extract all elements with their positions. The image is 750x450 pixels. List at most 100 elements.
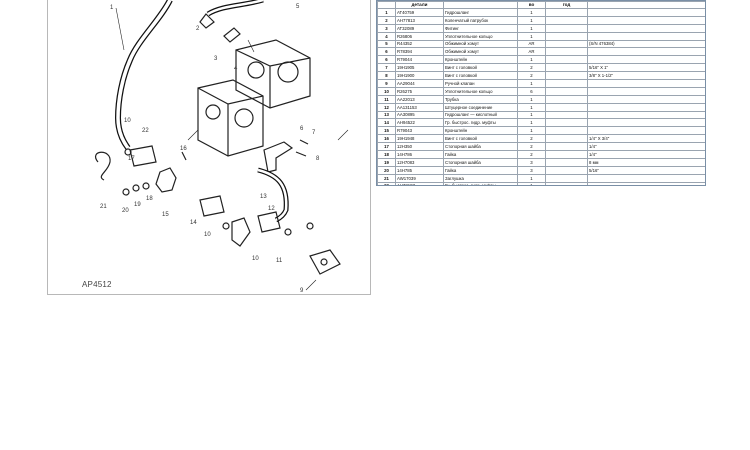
cell-year [545,165,588,175]
cell-year [545,47,588,57]
cell-quantity: 1 [517,55,546,65]
callout-21: 21 [100,204,107,210]
cell-year [545,15,588,25]
callout-2: 2 [196,26,200,32]
cell-quantity: 1 [517,118,546,128]
parts-illustration: 1 2 3 4 5 6 7 8 9 10 10 10 11 12 13 14 1… [95,0,349,294]
callout-labels: 1 2 3 4 5 6 7 8 9 10 10 10 11 12 13 14 1… [100,4,320,294]
cell-specification [587,15,705,25]
cell-part-number: 12H7083 [395,157,444,167]
cell-quantity: 1 [517,31,546,41]
callout-3: 3 [214,56,218,62]
cell-specification [587,31,705,41]
exploded-parts-diagram: 1 2 3 4 5 6 7 8 9 10 10 10 11 12 13 14 1… [47,0,371,295]
cell-part-number: R78394 [395,47,444,57]
o-ring-10 [222,222,230,230]
header-part: детали [395,1,444,9]
cap-screws [295,139,309,157]
cell-specification [587,126,705,136]
cell-item-number: 15 [377,126,396,136]
cell-part-number: AA30895 [395,110,444,120]
cell-part-name: Винт с головкой [443,71,518,81]
cell-year [545,55,588,65]
cell-item-number: 4 [377,31,396,41]
callout-10-b: 10 [204,232,211,238]
cell-year [545,181,588,185]
callout-5: 5 [296,4,300,10]
cell-part-number: R79044 [395,55,444,65]
cell-part-name: Коленчатый патрубок [443,15,518,25]
diagram-code: AP4512 [82,280,112,289]
cell-year [545,94,588,104]
cell-year [545,126,588,136]
cell-item-number: 9 [377,79,396,88]
cell-part-name: Обжимной хомут [443,39,518,49]
elbow-11 [231,217,251,247]
cell-part-number: AT32089 [395,23,444,33]
cell-part-number: R26806 [395,31,444,41]
cell-quantity: 1 [517,110,546,120]
cell-part-name: Штуцерное соединение [443,102,518,112]
coupler-14 [199,195,225,217]
washer-20 [122,188,130,196]
bracket-6 [263,141,294,173]
cell-quantity: 1 [517,8,546,17]
cell-part-name: Стопорная шайба [443,142,518,152]
cell-specification [587,8,705,17]
cell-part-name: Гн. быстрос. гидр. муфты [443,181,518,185]
cell-part-name: Кронштейн [443,55,518,65]
cell-item-number: 8 [377,71,396,81]
parts-table-header: детали во год [377,1,705,9]
cell-part-number: 19H1948 [395,134,444,144]
callout-22: 22 [142,128,149,134]
cell-quantity: 2 [517,142,546,152]
cell-item-number: 16 [377,134,396,144]
cell-year [545,79,588,88]
cell-part-number: AA29044 [395,79,444,88]
cell-specification [587,47,705,57]
callout-16: 16 [180,146,187,152]
pump-block-upper [235,39,311,109]
header-qty: во [517,1,546,9]
callout-8: 8 [316,156,320,162]
cell-year [545,157,588,167]
cell-specification: 1/4" [587,150,705,159]
fitting-3 [223,27,241,43]
callout-7: 7 [312,130,316,136]
cell-specification [587,94,705,104]
cell-item-number: 13 [377,110,396,120]
cell-part-name: Ручной клапан [443,79,518,88]
cell-part-name: Гр. быстрос. гидр. муфты [443,118,518,128]
cell-part-name: Винт с головкой [443,63,518,73]
cell-specification [587,86,705,96]
cell-quantity: 2 [517,71,546,81]
cell-quantity: 1 [517,126,546,136]
callout-19: 19 [134,202,141,208]
callout-12: 12 [268,206,275,212]
cell-part-name: Винт с головкой [443,134,518,144]
cell-quantity: 1 [517,181,546,185]
cell-year [545,39,588,49]
plug-21 [95,151,111,181]
cell-year [545,134,588,144]
cell-quantity: 1 [517,173,546,183]
header-spec [587,1,705,9]
cell-part-name: Гидрошланг — кислотный [443,110,518,120]
cell-year [545,63,588,73]
callout-6: 6 [300,126,304,132]
cell-part-name: Трубка [443,94,518,104]
pump-block-lower [197,79,264,157]
callout-11: 11 [276,258,283,264]
